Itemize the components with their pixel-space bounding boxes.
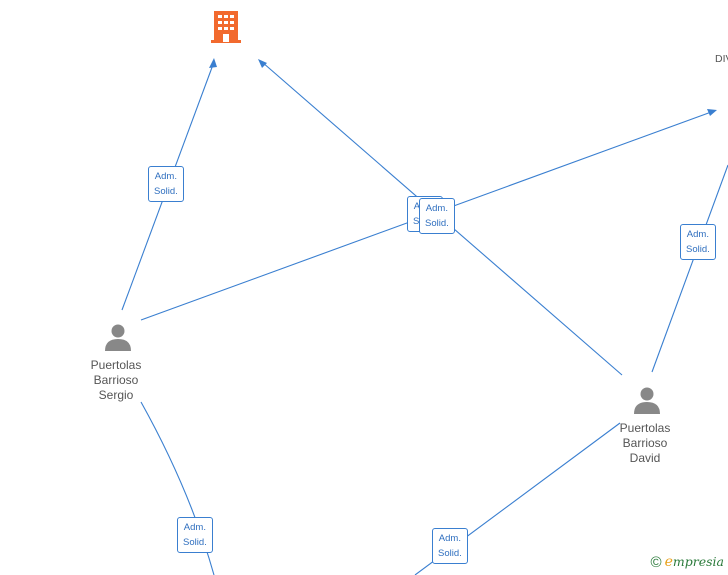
edge-sergio-bottom xyxy=(140,401,215,575)
arrowhead-company-top-right xyxy=(258,59,267,68)
empresia-logo: ©empresia xyxy=(651,554,724,571)
relation-badge[interactable]: Adm. Solid. xyxy=(148,166,184,202)
name-line: Barrioso xyxy=(93,373,139,387)
relation-badge[interactable]: Adm. Solid. xyxy=(680,224,716,260)
brand-name: mpresia xyxy=(672,554,724,569)
copyright-icon: © xyxy=(650,554,662,571)
company-right-label[interactable]: DIV xyxy=(715,53,728,65)
relation-line1: Adm. xyxy=(425,203,448,214)
edge-david-company-right xyxy=(651,164,728,373)
name-line: Sergio xyxy=(98,388,134,402)
relation-badge[interactable]: Adm. Solid. xyxy=(432,528,468,564)
relation-line1: Adm. xyxy=(183,522,206,533)
name-line: Barrioso xyxy=(622,436,668,450)
name-line: Puertolas xyxy=(90,358,142,372)
brand-e: e xyxy=(664,554,673,570)
person-icon[interactable] xyxy=(634,387,660,415)
relation-line2: Solid. xyxy=(425,218,449,229)
arrowhead-company-top-left xyxy=(209,58,217,68)
relation-line1: Adm. xyxy=(154,171,177,182)
name-line: David xyxy=(629,451,661,465)
relation-line2: Solid. xyxy=(438,548,462,559)
relation-line2: Solid. xyxy=(183,537,207,548)
person-icon[interactable] xyxy=(105,324,131,352)
relation-badge[interactable]: Adm. Solid. xyxy=(177,517,213,553)
name-line: Puertolas xyxy=(619,421,671,435)
building-icon[interactable] xyxy=(211,11,241,43)
person-sergio-label[interactable]: Puertolas Barrioso Sergio xyxy=(71,358,161,403)
relation-line1: Adm. xyxy=(438,533,461,544)
relation-badge[interactable]: Adm. Solid. xyxy=(419,198,455,234)
relation-line2: Solid. xyxy=(154,186,178,197)
relation-line2: Solid. xyxy=(686,244,710,255)
arrowhead-company-right xyxy=(707,109,717,116)
relation-line1: Adm. xyxy=(686,229,709,240)
person-david-label[interactable]: Puertolas Barrioso David xyxy=(600,421,690,466)
